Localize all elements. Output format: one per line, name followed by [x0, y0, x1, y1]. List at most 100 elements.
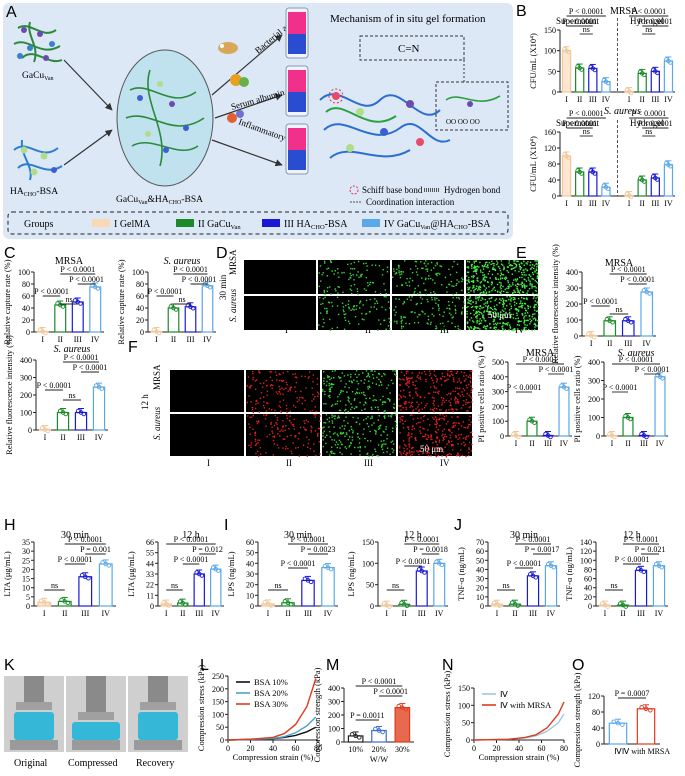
fluor-dot	[512, 296, 514, 299]
bar	[652, 565, 666, 607]
bar	[394, 706, 411, 743]
fluor-dot	[344, 425, 346, 427]
fluor-dot	[487, 266, 489, 269]
fluor-dot	[367, 440, 369, 442]
data-point	[99, 386, 105, 391]
fluor-dot	[349, 408, 352, 411]
photo-original	[4, 676, 64, 752]
fluor-dot	[451, 426, 454, 429]
fluor-dot	[463, 395, 465, 397]
fluor-dot	[445, 454, 448, 457]
fluor-dot	[400, 371, 403, 373]
fluor-dot	[505, 300, 507, 302]
fluor-dot	[347, 396, 349, 398]
fluor-dot	[385, 426, 387, 428]
fluor-dot	[361, 273, 363, 276]
fluor-dot	[331, 422, 334, 424]
fluor-dot	[348, 436, 351, 438]
fluor-dot	[529, 280, 531, 283]
y-tick-label: 300	[20, 374, 32, 383]
fluor-dot	[428, 392, 431, 395]
fluor-dot	[377, 408, 380, 411]
fluor-dot	[386, 447, 389, 449]
fluor-dot	[508, 324, 511, 326]
fluor-dot	[435, 408, 438, 410]
fluor-dot	[421, 408, 424, 410]
fluor-dot	[468, 423, 470, 426]
fluor-dot	[485, 287, 488, 289]
fluor-dot	[436, 422, 438, 425]
fluor-dot	[535, 304, 537, 306]
fluor-dot	[371, 382, 374, 384]
significance-label: P = 0.0007	[615, 689, 650, 698]
fluor-dot	[274, 414, 277, 417]
fluor-dot	[433, 385, 435, 387]
fluor-dot	[517, 310, 520, 312]
fluor-dot	[437, 305, 440, 307]
fluor-dot	[456, 409, 458, 411]
fluor-dot	[482, 279, 484, 281]
fluor-dot	[413, 290, 416, 293]
significance-label: ns	[274, 581, 281, 590]
significance-label: P < 0.0001	[37, 381, 72, 390]
fluor-dot	[420, 447, 423, 450]
panel-letter-f: F	[128, 339, 138, 356]
fluor-dot	[474, 312, 477, 314]
fluor-dot	[426, 452, 428, 454]
y-tick-label: 20	[584, 593, 592, 602]
fluor-dot	[380, 446, 383, 448]
fluor-dot	[476, 319, 478, 322]
fluor-dot	[421, 372, 423, 374]
fluor-dot	[328, 301, 330, 303]
fluor-dot	[302, 397, 304, 399]
fluor-dot	[481, 313, 483, 315]
fluor-dot	[279, 406, 282, 409]
x-tick-label: II	[171, 335, 177, 344]
fluor-dot	[288, 420, 291, 422]
fluor-dot	[306, 446, 309, 449]
fluor-dot	[311, 387, 313, 389]
fluor-dot	[492, 288, 494, 290]
panel-d-tiles	[244, 260, 540, 332]
fluor-dot	[433, 411, 435, 413]
fluor-dot	[360, 273, 362, 276]
fluor-dot	[502, 329, 505, 332]
fluor-dot	[326, 275, 329, 277]
fluor-dot	[383, 415, 386, 418]
fluor-dot	[478, 323, 480, 325]
fluor-dot	[330, 383, 333, 385]
fluor-dot	[424, 289, 426, 291]
fluor-dot	[512, 329, 514, 332]
combined-vial-icon	[116, 49, 214, 187]
fluor-dot	[383, 319, 385, 322]
y-tick-label: 200	[212, 685, 224, 694]
fluor-dot	[439, 265, 441, 267]
data-point	[166, 603, 172, 608]
fluor-dot	[469, 405, 472, 408]
fluor-dot	[294, 390, 297, 393]
fluor-dot	[420, 261, 422, 263]
fluor-dot	[517, 282, 519, 285]
fluor-dot	[276, 416, 278, 419]
panel-f-col-i: I	[207, 458, 210, 468]
x-tick-label: III	[77, 433, 85, 442]
fluor-dot	[455, 422, 457, 424]
fluor-dot	[523, 319, 526, 321]
fluor-dot	[408, 438, 410, 440]
fluor-dot	[466, 266, 468, 268]
chart-title: MRSA	[605, 258, 634, 269]
fluor-dot	[521, 286, 524, 288]
fluor-dot	[512, 299, 515, 301]
fluor-dot	[434, 453, 437, 455]
fluor-dot	[438, 409, 441, 411]
fluor-dot	[532, 297, 535, 300]
fluor-dot	[374, 298, 376, 300]
series-line	[227, 716, 317, 741]
arrow-merge-bottom	[63, 129, 113, 166]
fluor-dot	[418, 371, 421, 374]
fluor-dot	[442, 322, 444, 324]
fluor-dot	[400, 418, 402, 421]
cytokine-icon	[227, 110, 244, 123]
fluor-dot	[433, 397, 435, 399]
